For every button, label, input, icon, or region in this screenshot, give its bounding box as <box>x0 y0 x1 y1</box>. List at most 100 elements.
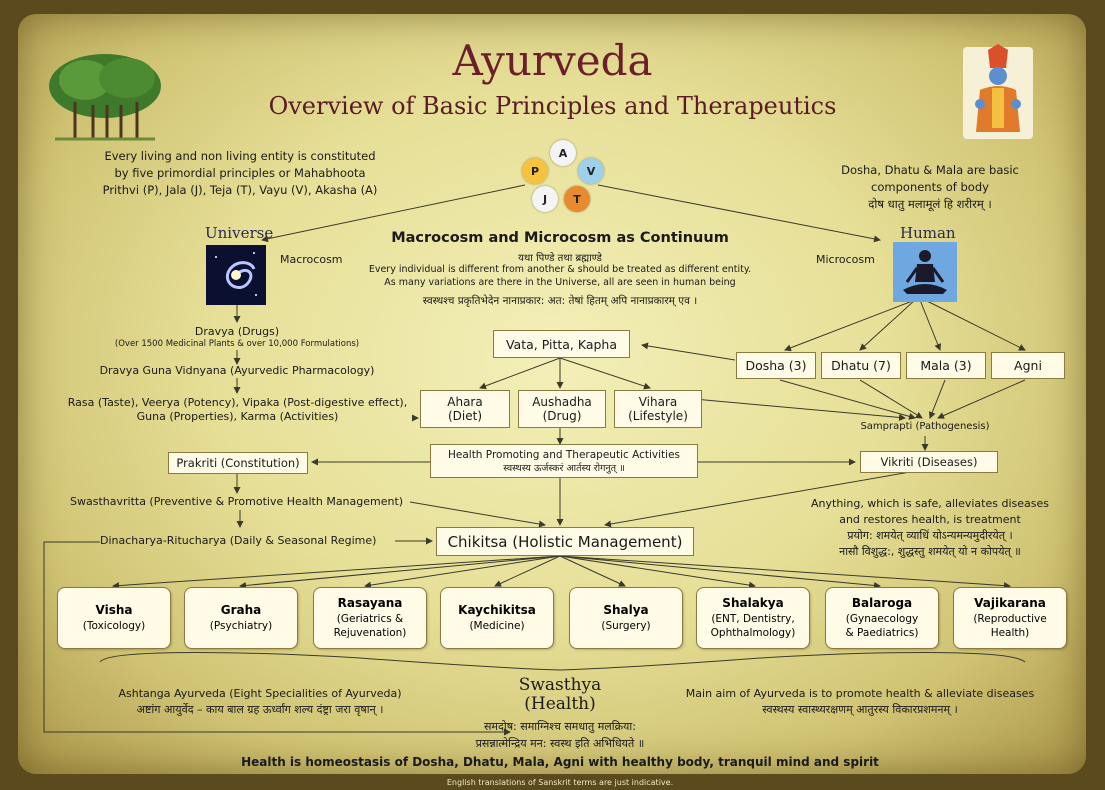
speciality-name: Balaroga <box>851 596 913 610</box>
sanskrit-verse: दोष धातु मलामूलं हि शरीरम् । <box>868 197 992 211</box>
treatment-line: and restores health, is treatment <box>839 513 1021 526</box>
treatment-sanskrit: प्रयोग: शमयेत् व्याधिं योऽन्यमन्यमुदीरये… <box>847 529 1013 542</box>
galaxy-icon <box>206 245 266 305</box>
dravya-guna-label: Dravya Guna Vidnyana (Ayurvedic Pharmaco… <box>99 364 375 377</box>
teja-circle: T <box>564 186 590 212</box>
circle-letter: T <box>573 192 581 206</box>
circle-letter: A <box>558 146 568 160</box>
aushadha-name: Aushadha <box>532 395 592 409</box>
continuum-line-2: As many variations are there in the Univ… <box>384 277 736 288</box>
continuum-sanskrit: यथा पिण्डे तथा ब्रह्माण्डे <box>518 253 602 264</box>
circle-letter: J <box>542 192 548 206</box>
meditation-icon <box>893 242 957 302</box>
aushadha-sub: (Drug) <box>542 409 582 423</box>
circle-letter: V <box>586 164 596 178</box>
speciality-shalya-box: Shalya (Surgery) <box>569 587 683 649</box>
continuum-line-1: Every individual is different from anoth… <box>368 264 752 275</box>
akasha-circle: A <box>550 140 576 166</box>
dravya-label: Dravya (Drugs) <box>194 325 280 338</box>
samprapti-label: Samprapti (Pathogenesis) <box>860 421 990 432</box>
chikitsa-box: Chikitsa (Holistic Management) <box>436 527 694 556</box>
continuum-sanskrit-verse: स्वस्थश्च प्रकृतिभेदेन नानाप्रकार: अत: त… <box>422 295 698 307</box>
speciality-rasayana-box: Rasayana (Geriatrics & Rejuvenation) <box>313 587 427 649</box>
speciality-balaroga-box: Balaroga (Gynaecology & Paediatrics) <box>825 587 939 649</box>
intro-line: components of body <box>871 180 989 194</box>
health-promoting-sanskrit: स्वस्थस्य ऊर्जस्करं आर्तस्य रोगनुत् ॥ <box>503 462 625 474</box>
swasthya-label: Swasthya (Health) <box>490 676 630 714</box>
ashtanga-text: Ashtanga Ayurveda (Eight Specialities of… <box>70 686 450 718</box>
macrocosm-label: Macrocosm <box>280 253 343 266</box>
mahabhoota-intro: Every living and non living entity is co… <box>85 148 395 199</box>
dosha-box: Dosha (3) <box>736 352 816 379</box>
samadosha-verse: समदोष: समाग्निश्च समधातु मलक्रिया: प्रसन… <box>360 718 760 752</box>
swasthya-line: (Health) <box>524 694 596 714</box>
speciality-name: Visha <box>95 603 133 617</box>
speciality-name: Kaychikitsa <box>458 603 536 617</box>
body-components-intro: Dosha, Dhatu & Mala are basic components… <box>820 162 1040 213</box>
speciality-shalakya-box: Shalakya(ENT, Dentistry,Ophthalmology) <box>696 587 810 649</box>
vihara-sub: (Lifestyle) <box>628 409 688 423</box>
dinacharya-label: Dinacharya-Ritucharya (Daily & Seasonal … <box>100 534 377 547</box>
speciality-name: Rasayana <box>337 596 403 610</box>
speciality-graha-box: Graha (Psychiatry) <box>184 587 298 649</box>
treatment-line: Anything, which is safe, alleviates dise… <box>811 497 1049 510</box>
samadosha-line: समदोष: समाग्निश्च समधातु मलक्रिया: <box>484 720 636 733</box>
deity-icon <box>963 44 1033 139</box>
speciality-description: (Geriatrics & <box>336 613 404 625</box>
treatment-definition: Anything, which is safe, alleviates dise… <box>790 496 1070 560</box>
ashtanga-line: Ashtanga Ayurveda (Eight Specialities of… <box>118 687 402 700</box>
speciality-visha-box: Visha(Toxicology) <box>57 587 171 649</box>
ahara-sub: (Diet) <box>447 409 483 423</box>
prakriti-box: Prakriti (Constitution) <box>168 452 308 474</box>
speciality-name: Graha <box>220 603 262 617</box>
translation-note: English translations of Sanskrit terms a… <box>446 778 674 787</box>
vikriti-box: Vikriti (Diseases) <box>860 451 998 473</box>
vihara-box: Vihara (Lifestyle) <box>614 390 702 428</box>
main-aim-sanskrit: स्वस्थस्य स्वास्थ्यरक्षणम् आतुरस्य विकार… <box>762 703 958 716</box>
ahara-name: Ahara <box>447 395 483 409</box>
aushadha-box: Aushadha (Drug) <box>518 390 606 428</box>
human-label: Human <box>900 224 956 242</box>
dravya-sub: (Over 1500 Medicinal Plants & over 10,00… <box>114 339 360 349</box>
ashtanga-sanskrit: अष्टांग आयुर्वेद – काय बाल ग्रह ऊर्ध्वां… <box>136 703 384 716</box>
rasa-line: Rasa (Taste), Veerya (Potency), Vipaka (… <box>67 396 408 409</box>
speciality-description: (Gynaecology <box>845 613 919 625</box>
main-aim-text: Main aim of Ayurveda is to promote healt… <box>650 686 1070 718</box>
rasa-text: Rasa (Taste), Veerya (Potency), Vipaka (… <box>55 396 420 424</box>
speciality-name: Shalakya <box>722 596 784 610</box>
speciality-name: Shalya <box>603 603 649 617</box>
universe-label: Universe <box>205 224 274 242</box>
speciality-description: Health) <box>990 627 1030 639</box>
intro-line: Dosha, Dhatu & Mala are basic <box>841 163 1019 177</box>
speciality-description: (Medicine) <box>469 620 525 632</box>
continuum-heading: Macrocosm and Microcosm as Continuum <box>391 230 729 246</box>
intro-line: by five primordial principles or Mahabho… <box>114 166 366 180</box>
speciality-name: Vajikarana <box>974 596 1046 610</box>
speciality-description: Rejuvenation) <box>333 627 407 639</box>
prithvi-circle: P <box>522 158 548 184</box>
speciality-kaychikitsa-box: Kaychikitsa (Medicine) <box>440 587 554 649</box>
page-subtitle: Overview of Basic Principles and Therape… <box>268 92 837 120</box>
rasa-line: Guna (Properties), Karma (Activities) <box>136 410 339 423</box>
jala-circle: J <box>532 186 558 212</box>
speciality-description: Ophthalmology) <box>710 627 796 639</box>
speciality-description: (Reproductive <box>973 613 1047 625</box>
page-title: Ayurveda <box>452 36 653 85</box>
swasthavritta-label: Swasthavritta (Preventive & Promotive He… <box>70 495 404 508</box>
treatment-sanskrit: नासौ विशुद्ध:, शुद्धस्तु शमयेत् यो न कोप… <box>839 545 1021 558</box>
vata-pitta-kapha-box: Vata, Pitta, Kapha <box>493 330 630 358</box>
speciality-description: (Surgery) <box>601 620 651 632</box>
ahara-box: Ahara (Diet) <box>420 390 510 428</box>
banyan-tree-icon <box>49 54 161 141</box>
health-promoting-label: Health Promoting and Therapeutic Activit… <box>447 448 680 461</box>
circle-letter: P <box>530 164 540 178</box>
microcosm-label: Microcosm <box>816 253 875 266</box>
speciality-description: (Psychiatry) <box>209 620 273 632</box>
agni-box: Agni <box>991 352 1065 379</box>
dhatu-box: Dhatu (7) <box>821 352 901 379</box>
intro-line: Prithvi (P), Jala (J), Teja (T), Vayu (V… <box>102 183 378 197</box>
vayu-circle: V <box>578 158 604 184</box>
speciality-description: & Paediatrics) <box>845 627 919 639</box>
